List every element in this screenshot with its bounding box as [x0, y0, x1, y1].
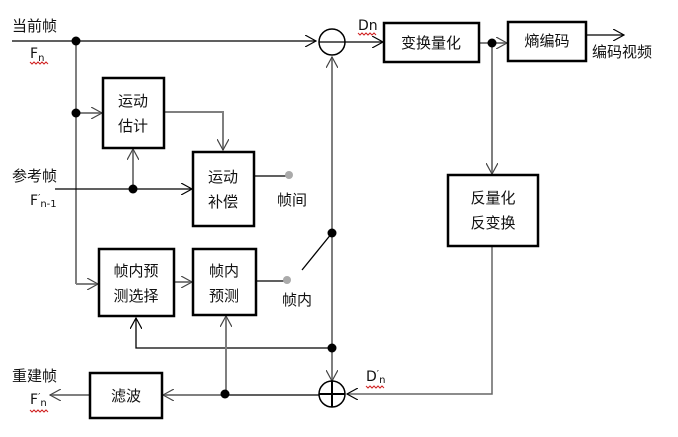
inverse-block: [446, 173, 540, 248]
inter-label: 帧间: [277, 191, 307, 209]
intra-pred-line1: 帧内: [209, 262, 239, 280]
output-label: 编码视频: [592, 43, 652, 61]
intra-pred-select-block: [97, 247, 176, 318]
motion-compensation-line1: 运动: [208, 168, 238, 186]
junction-dot: [71, 108, 81, 118]
intra-pred-select-line1: 帧内预: [113, 262, 158, 280]
junction-dot: [487, 38, 497, 48]
inverse-line1: 反量化: [470, 189, 515, 207]
intra-pred-line2: 预测: [209, 287, 239, 305]
junction-dot: [327, 343, 337, 353]
reference-frame-symbol: F′n-1: [30, 193, 57, 210]
entropy-coding-block: [506, 20, 588, 63]
motion-compensation-line2: 补偿: [208, 193, 238, 211]
reconstructed-frame-symbol: F′n: [30, 392, 47, 409]
junction-dot: [128, 184, 138, 194]
junction-dot: [220, 389, 230, 399]
intra-pred-select-line2: 测选择: [113, 287, 158, 305]
junction-dot: [327, 228, 337, 238]
junction-dot: [71, 36, 81, 46]
intra-label: 帧内: [282, 291, 312, 309]
dn-label: Dn: [358, 18, 378, 34]
switch-arm: [301, 232, 333, 271]
feedback-to-select-line: [136, 318, 332, 349]
inverse-to-adder-line: [347, 246, 493, 394]
motion-estimation-line2: 估计: [118, 117, 148, 135]
reconstructed-frame-label: 重建帧: [12, 367, 57, 385]
dn-prime-label: D′n: [366, 369, 385, 386]
filter-block: [88, 371, 164, 420]
reference-frame-label: 参考帧: [12, 167, 57, 185]
me-to-mc-line: [163, 111, 223, 150]
intra-switch-contact: [283, 276, 291, 284]
motion-estimation-block: [101, 76, 166, 150]
motion-estimation-line1: 运动: [118, 92, 148, 110]
motion-compensation-block: [191, 150, 256, 228]
transform-quant-label: 变换量化: [401, 34, 461, 52]
transform-quant-block: [382, 21, 481, 64]
inverse-line2: 反变换: [470, 214, 515, 232]
current-frame-symbol: Fn: [30, 46, 44, 64]
filter-label: 滤波: [111, 387, 141, 405]
entropy-coding-label: 熵编码: [524, 32, 569, 50]
inter-switch-contact: [285, 171, 293, 179]
intra-pred-block: [191, 247, 258, 317]
current-frame-label: 当前帧: [12, 17, 57, 35]
